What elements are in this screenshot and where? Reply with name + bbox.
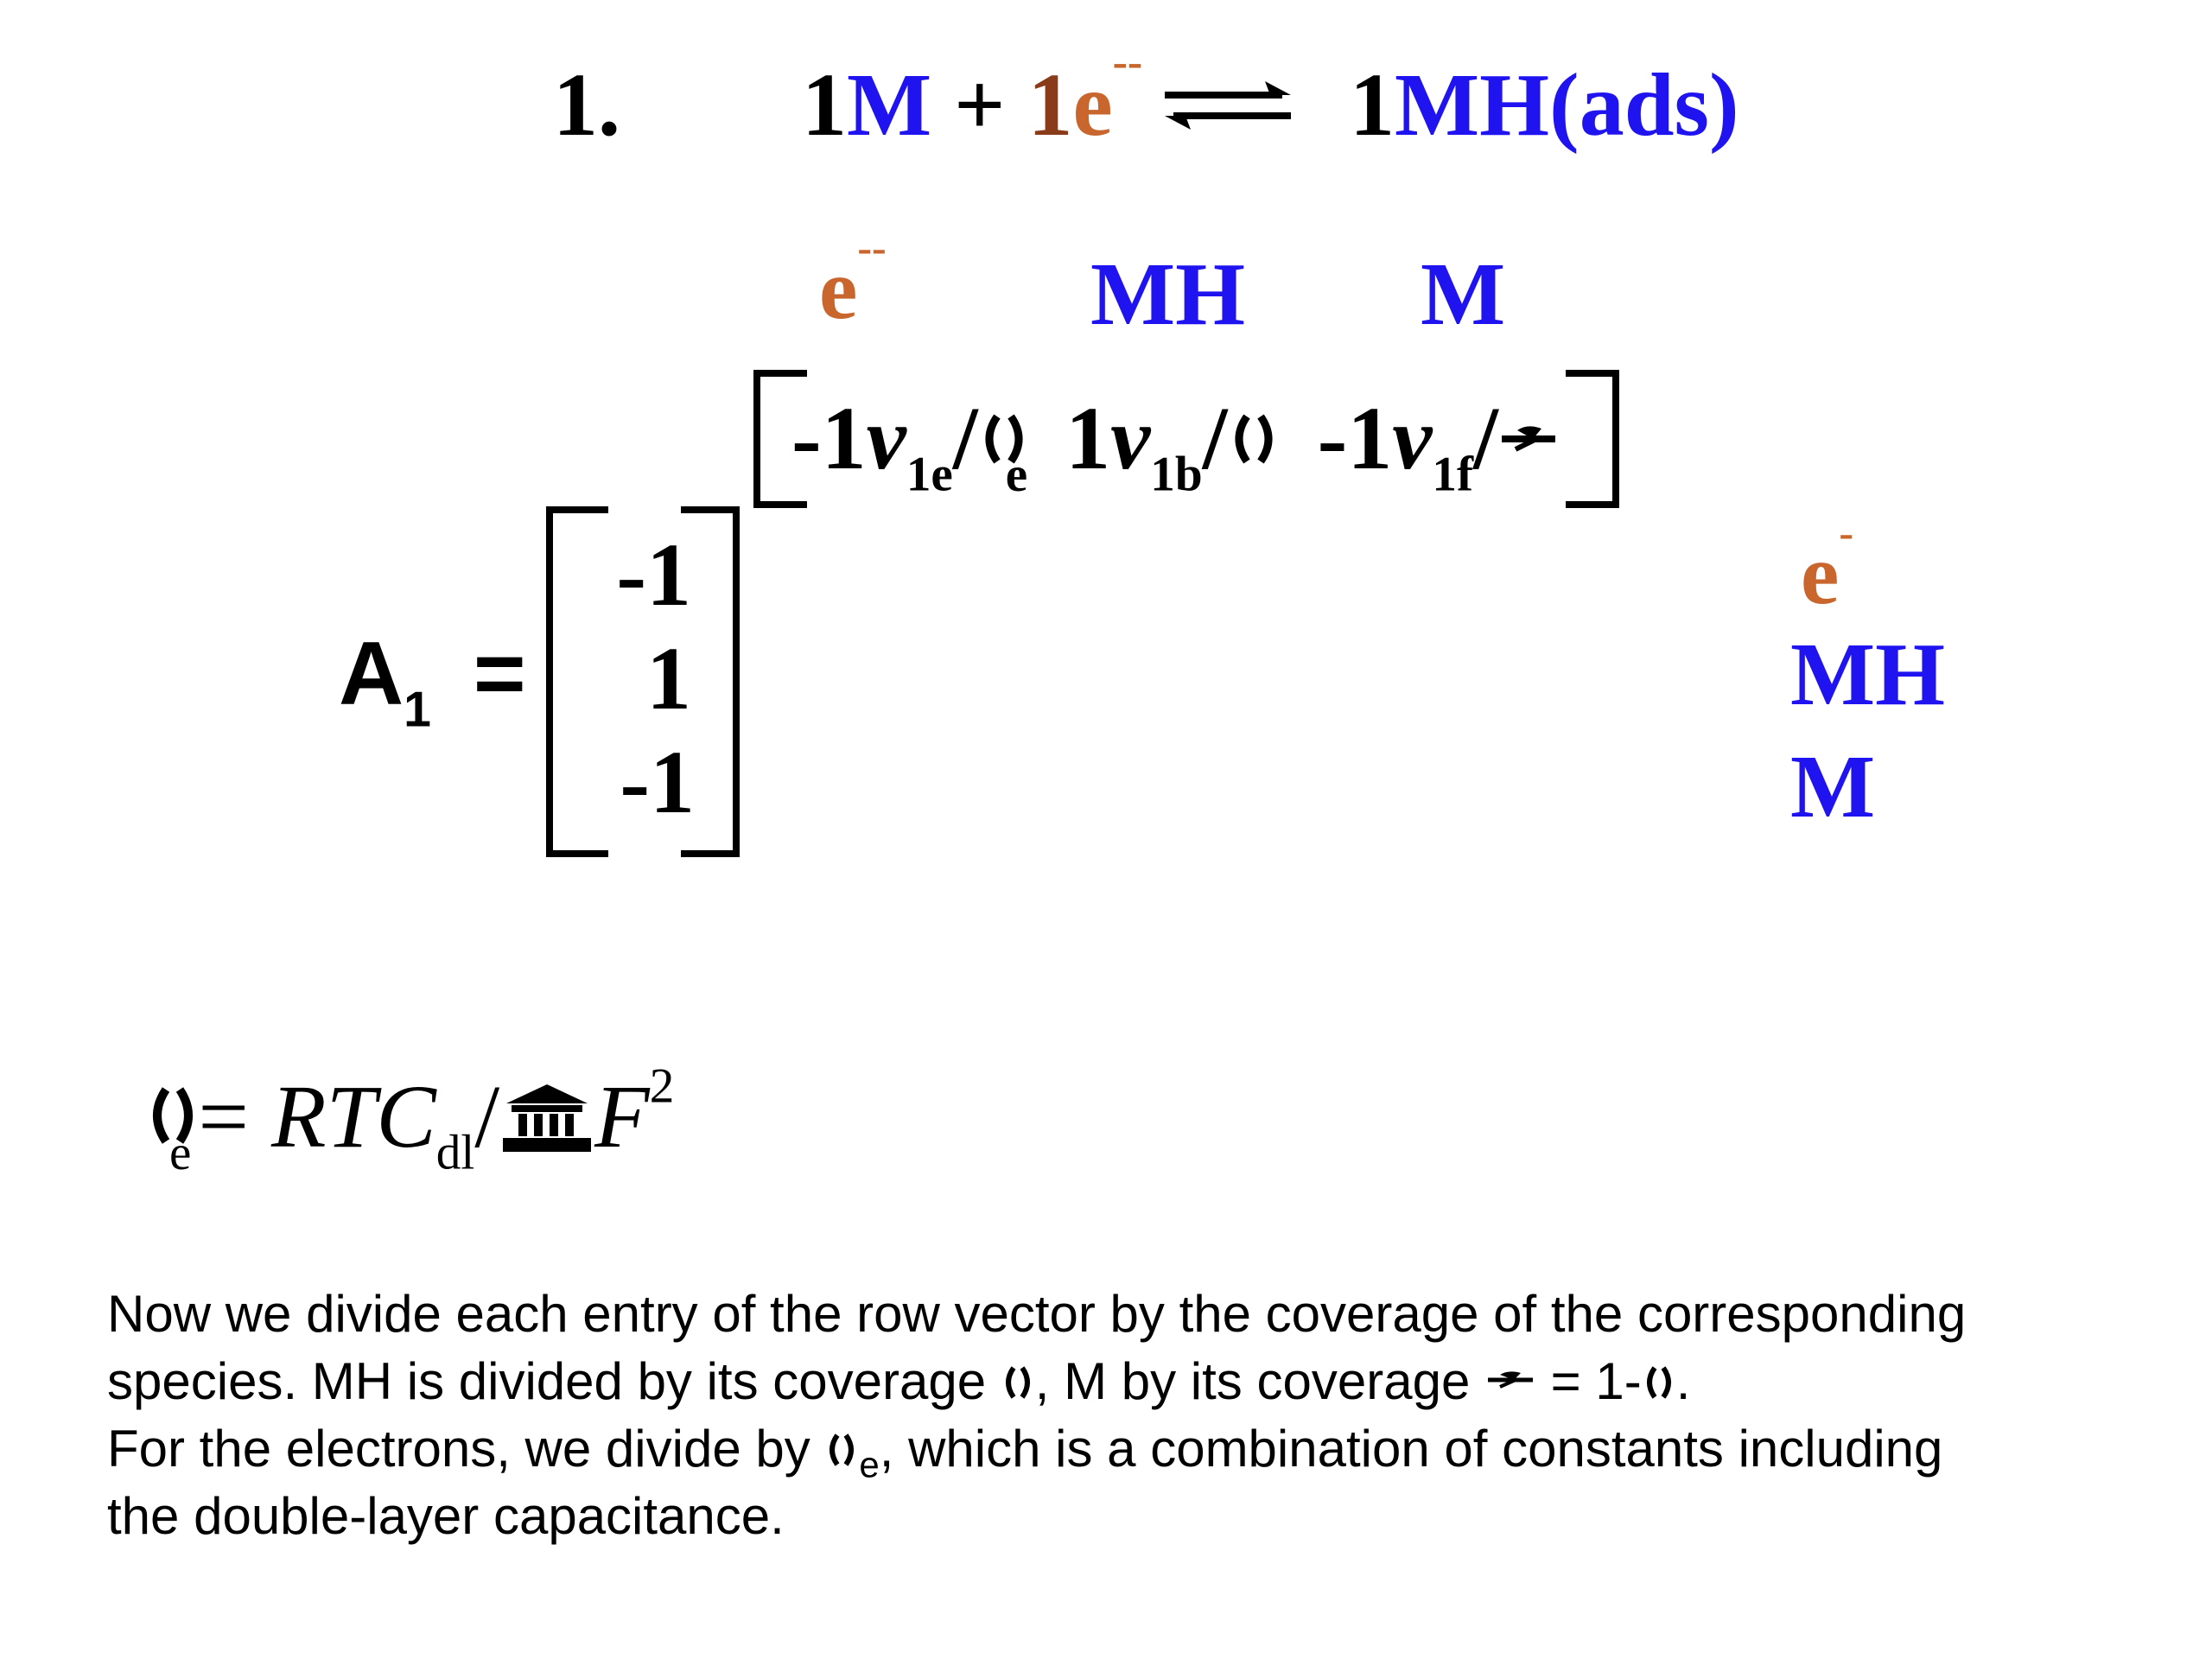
row-label-e-charge: --	[857, 223, 887, 271]
matrix-equals: =	[473, 624, 526, 724]
theta-prime-glyph-icon	[1498, 387, 1559, 491]
coef-e: 1	[1027, 55, 1073, 155]
beta-glyph-icon	[499, 1061, 594, 1173]
column-vector-entry-2: 1	[646, 629, 691, 728]
reaction-formula: 1M + 1e--	[802, 40, 1142, 157]
row-label-e: e--	[819, 223, 887, 337]
species-m: M	[847, 55, 932, 155]
side-label-mh: MH	[1790, 625, 1946, 724]
row-entry-1: -1v1e/ e	[791, 387, 1050, 499]
theta-glyph-icon	[145, 1061, 200, 1173]
coef-mh: 1	[1350, 55, 1395, 155]
theta-e-formula: e= RTCdl/ F2	[145, 1061, 674, 1178]
reaction-product: 1MH(ads)	[1350, 54, 1739, 157]
e-charge: --	[1112, 37, 1143, 87]
plus-sign: +	[954, 55, 1006, 155]
paragraph-line-2: species. MH is divided by its coverage ,…	[107, 1348, 1966, 1415]
theta-glyph-icon	[1001, 1348, 1035, 1415]
row-entry-3: -1v1f/	[1318, 387, 1559, 499]
side-label-m: M	[1790, 737, 1876, 836]
side-label-e: e-	[1801, 508, 1854, 622]
paragraph-line-4: the double-layer capacitance.	[107, 1487, 785, 1545]
theta-glyph-icon	[978, 387, 1030, 491]
column-vector-left-bracket	[543, 506, 612, 857]
row-label-mh: MH	[1090, 245, 1246, 344]
row-vector: -1v1e/ e 1v1b/ -1v1f/	[791, 387, 1559, 499]
column-vector-entry-3: -1	[620, 733, 695, 832]
row-vector-right-bracket	[1562, 370, 1623, 508]
column-vector-entry-1: -1	[616, 525, 691, 625]
theta-glyph-icon	[1228, 387, 1280, 491]
side-label-e-charge: -	[1839, 508, 1854, 556]
theta-glyph-icon	[824, 1415, 859, 1483]
equilibrium-arrows-icon	[1163, 78, 1293, 130]
row-vector-left-bracket	[750, 370, 810, 508]
theta-prime-glyph-icon	[1484, 1348, 1536, 1415]
paragraph-line-3: For the electrons, we divide by e, which…	[107, 1415, 1966, 1483]
reaction-equation: 1.	[553, 54, 620, 157]
step-number: 1.	[553, 55, 620, 155]
species-mh-ads: MH(ads)	[1395, 55, 1739, 155]
row-label-m: M	[1421, 245, 1506, 344]
explanation-paragraph: Now we divide each entry of the row vect…	[107, 1281, 1966, 1550]
theta-glyph-icon	[1642, 1348, 1676, 1415]
species-e: e	[1072, 55, 1113, 155]
matrix-name: A1 =	[339, 624, 526, 738]
row-entry-2: 1v1b/	[1065, 387, 1301, 499]
column-vector-right-bracket	[677, 506, 747, 857]
coef-m: 1	[802, 55, 847, 155]
paragraph-line-1: Now we divide each entry of the row vect…	[107, 1285, 1967, 1343]
